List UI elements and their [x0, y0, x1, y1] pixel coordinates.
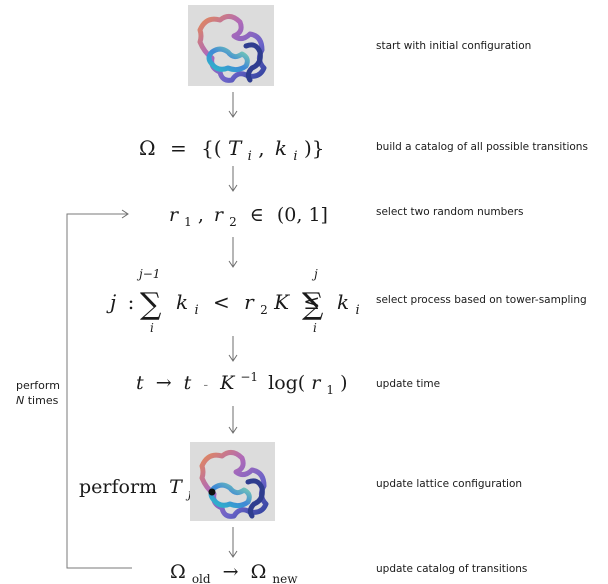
step-5-description: update time	[376, 378, 440, 390]
sum-upper-limit-2: j	[311, 267, 318, 281]
random-symbol: r	[244, 290, 255, 314]
subscript-2: 2	[229, 215, 237, 229]
catalog-formula: Ω = {( T i , k i )}	[139, 136, 324, 165]
perform-transition-formula: perform T j	[79, 476, 192, 501]
catalog-update-formula: Ω old → Ω new	[170, 561, 298, 584]
log-function: log(	[268, 372, 305, 394]
colon: :	[128, 290, 135, 314]
index-j: j	[106, 290, 116, 314]
step-4-description: select process based on tower-sampling	[376, 294, 587, 306]
selected-site-marker	[208, 488, 216, 496]
svg-text:k i < r: k i < r 2 K ≤	[176, 290, 320, 319]
sum-symbol-2: ∑	[302, 287, 324, 322]
omega-symbol: Ω	[139, 136, 156, 160]
step-7-description: update catalog of transitions	[376, 563, 527, 575]
total-rate-symbol: K	[273, 290, 290, 314]
subscript-new: new	[272, 572, 298, 584]
subscript-1: 1	[326, 383, 334, 397]
subscript-j: j	[185, 487, 192, 501]
loop-label-line1: perform	[16, 379, 60, 392]
subscript-i: i	[293, 149, 297, 164]
random-symbol: r	[311, 372, 322, 394]
svg-text:k i: k i	[337, 290, 360, 318]
rate-symbol: k	[337, 290, 349, 314]
omega-symbol: Ω	[170, 561, 186, 583]
loop-back-arrow	[66, 209, 132, 569]
step-1-description: start with initial configuration	[376, 40, 531, 52]
time-symbol: t	[136, 372, 144, 394]
arrow-down-icon	[228, 527, 238, 558]
step-6-description: update lattice configuration	[376, 478, 522, 490]
transition-symbol: T	[228, 136, 243, 160]
subscript-2: 2	[260, 303, 268, 317]
arrow-down-icon	[228, 166, 238, 192]
transition-symbol: T	[169, 476, 183, 498]
updated-configuration-image	[190, 442, 275, 521]
arrow-to: →	[156, 372, 172, 394]
arrow-down-icon	[228, 92, 238, 118]
comma: ,	[258, 136, 264, 160]
less-than: <	[213, 290, 230, 314]
step-2-description: build a catalog of all possible transiti…	[376, 141, 588, 153]
time-symbol: t	[184, 372, 192, 394]
superscript-inverse: −1	[240, 370, 258, 384]
comma: ,	[198, 204, 204, 226]
tower-sampling-formula: j : j−1 ∑ i k i < r 2 K ≤ j ∑ i k i	[106, 267, 360, 335]
subscript-i: i	[248, 149, 252, 164]
sum-lower-limit-2: i	[313, 321, 317, 335]
equals-sign: =	[170, 136, 187, 160]
subscript-i: i	[194, 303, 198, 318]
set-close: )}	[304, 136, 325, 160]
perform-word: perform	[79, 476, 157, 498]
sum-symbol-1: ∑	[140, 287, 162, 322]
loop-label-line2: N times	[16, 394, 59, 407]
set-open: {(	[201, 136, 222, 160]
svg-text:j :: j :	[106, 290, 134, 314]
rate-symbol: k	[275, 136, 287, 160]
subscript-i: i	[355, 303, 359, 318]
total-rate-symbol: K	[219, 372, 236, 394]
element-of: ∈	[250, 204, 264, 226]
arrow-down-icon	[228, 336, 238, 362]
less-equal: ≤	[303, 290, 320, 314]
loop-count-variable: N	[16, 394, 24, 407]
random-symbol: r	[214, 204, 225, 226]
random-symbol: r	[169, 204, 180, 226]
sum-upper-limit-1: j−1	[136, 267, 160, 281]
arrow-to: →	[223, 561, 239, 583]
time-update-formula: t → t - K −1 log( r 1 )	[136, 364, 348, 399]
random-numbers-formula: r 1 , r 2 ∈ (0, 1]	[169, 204, 328, 231]
close-paren: )	[340, 372, 347, 394]
arrow-down-icon	[228, 406, 238, 434]
subscript-1: 1	[184, 215, 192, 229]
arrow-down-icon	[228, 237, 238, 268]
omega-symbol: Ω	[251, 561, 267, 583]
initial-configuration-image	[188, 5, 274, 86]
sum-lower-limit-1: i	[150, 321, 154, 335]
subscript-old: old	[192, 572, 211, 584]
interval: (0, 1]	[277, 204, 328, 226]
step-3-description: select two random numbers	[376, 206, 524, 218]
minus-sign: -	[203, 377, 208, 393]
rate-symbol: k	[176, 290, 188, 314]
loop-count-rest: times	[24, 394, 58, 407]
